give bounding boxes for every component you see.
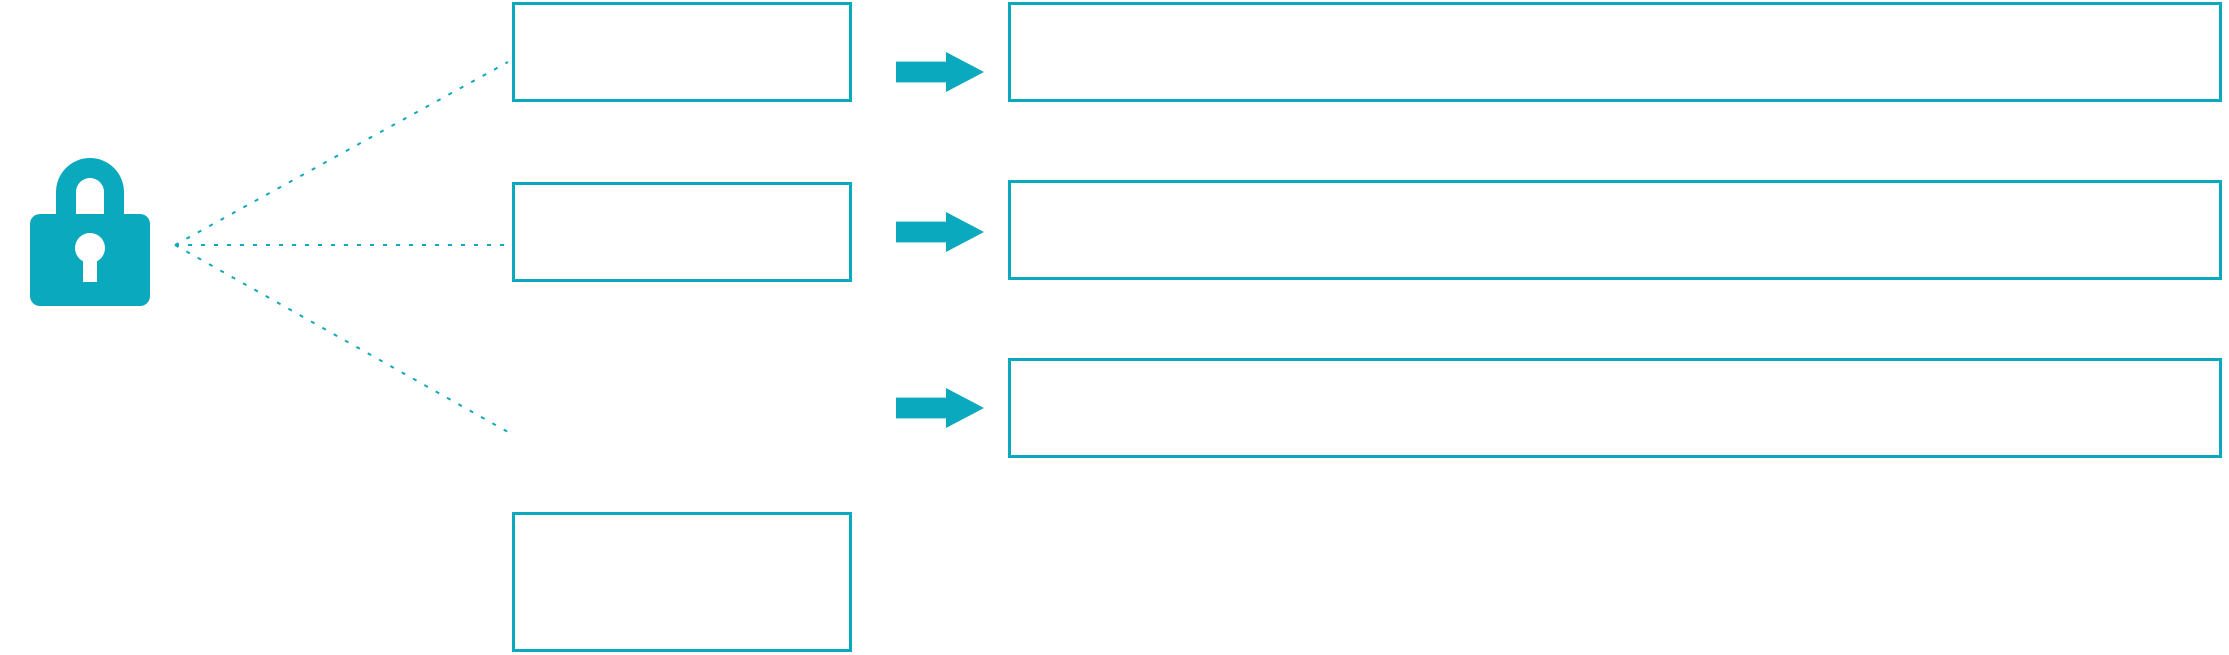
source-box-label-3	[515, 515, 849, 649]
source-box-3[interactable]	[512, 512, 852, 652]
target-box-1[interactable]	[1008, 2, 2222, 102]
arrow-glyph	[896, 52, 984, 92]
target-box-label-3	[1011, 361, 2219, 455]
flow-arrow-2	[896, 212, 984, 252]
target-box-2[interactable]	[1008, 180, 2222, 280]
source-box-2[interactable]	[512, 182, 852, 282]
padlock-icon	[28, 148, 152, 308]
flow-arrow-1	[896, 52, 984, 92]
target-box-3[interactable]	[1008, 358, 2222, 458]
target-box-label-2	[1011, 183, 2219, 277]
source-box-label-1	[515, 5, 849, 99]
flow-arrow-3	[896, 388, 984, 428]
arrow-glyph	[896, 212, 984, 252]
source-box-1[interactable]	[512, 2, 852, 102]
arrow-glyph	[896, 388, 984, 428]
target-box-label-1	[1011, 5, 2219, 99]
source-box-label-2	[515, 185, 849, 279]
